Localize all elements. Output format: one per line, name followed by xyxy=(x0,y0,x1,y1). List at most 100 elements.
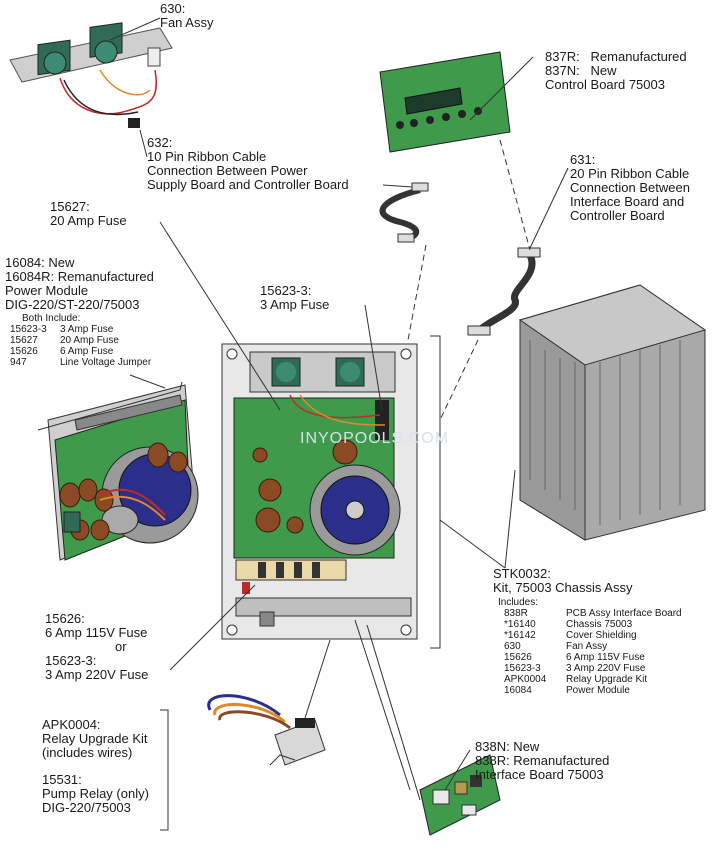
part-number: 15627 xyxy=(10,335,38,346)
part-desc: Relay Upgrade Kit xyxy=(566,674,648,685)
label-line: 15627: xyxy=(50,199,90,214)
label-line: Controller Board xyxy=(570,208,665,223)
label-line: 838N: New xyxy=(475,739,540,754)
includes-row: APK0004 Relay Upgrade Kit xyxy=(496,674,682,685)
label-15627-fuse: 15627: 20 Amp Fuse xyxy=(50,200,127,228)
part-number: 15623-3 xyxy=(504,663,541,674)
label-line: 3 Amp Fuse xyxy=(260,297,330,312)
label-line: STK0032: xyxy=(493,566,551,581)
power-module-includes-table: Both Include: 15623-3 3 Amp Fuse 15627 20 … xyxy=(10,313,151,368)
label-line: Pump Relay (only) xyxy=(42,786,149,801)
control-board-illustration xyxy=(379,51,511,153)
includes-row: 947 Line Voltage Jumper xyxy=(10,357,151,368)
part-desc: Line Voltage Jumper xyxy=(60,357,152,368)
label-line: 15623-3: xyxy=(260,283,312,298)
label-632-ribbon-cable: 632: 10 Pin Ribbon Cable Connection Betw… xyxy=(147,136,349,192)
label-line: 20 Amp Fuse xyxy=(50,213,127,228)
label-line: (includes wires) xyxy=(42,745,133,760)
label-837-control-board: 837R: Remanufactured 837N: New Control B… xyxy=(545,50,687,92)
part-number: *16142 xyxy=(504,630,536,641)
includes-row: *16142 Cover Shielding xyxy=(496,630,682,641)
label-630-fan-assy: 630: Fan Assy xyxy=(160,2,213,30)
part-number: *16140 xyxy=(504,619,536,630)
includes-row: 15626 6 Amp 115V Fuse xyxy=(496,652,682,663)
label-line: DIG-220/ST-220/75003 xyxy=(5,297,140,312)
includes-row: 15623-3 3 Amp Fuse xyxy=(10,324,151,335)
part-desc: 3 Amp Fuse xyxy=(60,324,114,335)
label-line: 632: xyxy=(147,135,173,150)
part-desc: Fan Assy xyxy=(566,641,608,652)
ribbon-cable-10pin xyxy=(379,182,429,243)
part-number: APK0004 xyxy=(504,674,547,685)
label-line: 6 Amp 115V Fuse xyxy=(45,625,148,640)
chassis-bracket xyxy=(430,335,441,649)
label-line: Interface Board and xyxy=(570,194,685,209)
label-631-ribbon-cable: 631: 20 Pin Ribbon Cable Connection Betw… xyxy=(570,153,690,223)
chassis-base-illustration xyxy=(221,343,418,640)
part-number: 15626 xyxy=(10,346,38,357)
includes-row: 15627 20 Amp Fuse xyxy=(10,335,151,346)
label-stk0032-chassis-kit: STK0032: Kit, 75003 Chassis Assy xyxy=(493,567,632,595)
part-desc: 20 Amp Fuse xyxy=(60,335,119,346)
label-line: DIG-220/75003 xyxy=(42,800,131,815)
label-line: 16084R: Remanufactured xyxy=(5,269,154,284)
relay-bracket xyxy=(160,709,169,831)
label-line: Supply Board and Controller Board xyxy=(147,177,349,192)
label-line: or xyxy=(115,639,127,654)
label-line: Connection Between Power xyxy=(147,163,308,178)
part-number: 630 xyxy=(504,641,521,652)
part-desc: Power Module xyxy=(566,685,630,696)
watermark-text: INYOPOOLS.COM xyxy=(300,430,450,447)
label-line: 15626: xyxy=(45,611,85,626)
interface-board-illustration xyxy=(419,754,501,836)
part-number: 15626 xyxy=(504,652,532,663)
label-line: Control Board 75003 xyxy=(545,77,665,92)
includes-row: 15626 6 Amp Fuse xyxy=(10,346,151,357)
label-16084-power-module: 16084: New 16084R: Remanufactured Power … xyxy=(5,256,154,312)
includes-row: 15623-3 3 Amp 220V Fuse xyxy=(496,663,682,674)
includes-row: *16140 Chassis 75003 xyxy=(496,619,682,630)
label-line: 838R: Remanufactured xyxy=(475,753,610,768)
label-line: Kit, 75003 Chassis Assy xyxy=(493,580,633,595)
chassis-kit-includes-table: Includes: 838R PCB Assy Interface Board *… xyxy=(496,597,682,696)
label-line: 630: xyxy=(160,1,186,16)
label-line: 15623-3: xyxy=(45,653,97,668)
fan-assembly-illustration xyxy=(9,22,173,128)
part-desc: 6 Amp 115V Fuse xyxy=(566,652,645,663)
label-line: 3 Amp 220V Fuse xyxy=(45,667,149,682)
label-line: Relay Upgrade Kit xyxy=(42,731,148,746)
includes-heading: Both Include: xyxy=(22,313,81,324)
label-line: 15531: xyxy=(42,772,82,787)
part-desc: 3 Amp 220V Fuse xyxy=(566,663,646,674)
label-line: 837R: Remanufactured xyxy=(545,49,687,64)
label-apk0004-relay-kit: APK0004: Relay Upgrade Kit (includes wir… xyxy=(42,718,148,760)
label-line: 16084: New xyxy=(5,255,75,270)
label-line: Interface Board 75003 xyxy=(475,767,604,782)
leader-lines xyxy=(109,17,569,801)
label-line: APK0004: xyxy=(42,717,101,732)
relay-illustration xyxy=(207,694,326,766)
power-module-illustration xyxy=(37,381,199,561)
label-line: 10 Pin Ribbon Cable xyxy=(147,149,267,164)
part-desc: Cover Shielding xyxy=(566,630,637,641)
part-number: 15623-3 xyxy=(10,324,47,335)
part-number: 838R xyxy=(504,608,528,619)
includes-row: 16084 Power Module xyxy=(496,685,682,696)
label-838-interface-board: 838N: New 838R: Remanufactured Interface… xyxy=(475,740,609,782)
label-15626-fuse: 15626: 6 Amp 115V Fuse or 15623-3: 3 Amp… xyxy=(45,612,148,682)
ribbon-cable-20pin xyxy=(467,247,541,336)
label-line: Connection Between xyxy=(570,180,690,195)
label-line: Fan Assy xyxy=(160,15,214,30)
part-desc: 6 Amp Fuse xyxy=(60,346,114,357)
part-number: 16084 xyxy=(504,685,532,696)
includes-row: 630 Fan Assy xyxy=(496,641,682,652)
cover-shielding-illustration xyxy=(518,284,707,541)
part-desc: Chassis 75003 xyxy=(566,619,633,630)
part-number: 947 xyxy=(10,357,27,368)
label-line: 20 Pin Ribbon Cable xyxy=(570,166,690,181)
includes-heading: Includes: xyxy=(498,597,539,608)
label-15623-3-fuse: 15623-3: 3 Amp Fuse xyxy=(260,284,329,312)
part-desc: PCB Assy Interface Board xyxy=(566,608,682,619)
includes-row: 838R PCB Assy Interface Board xyxy=(496,608,682,619)
